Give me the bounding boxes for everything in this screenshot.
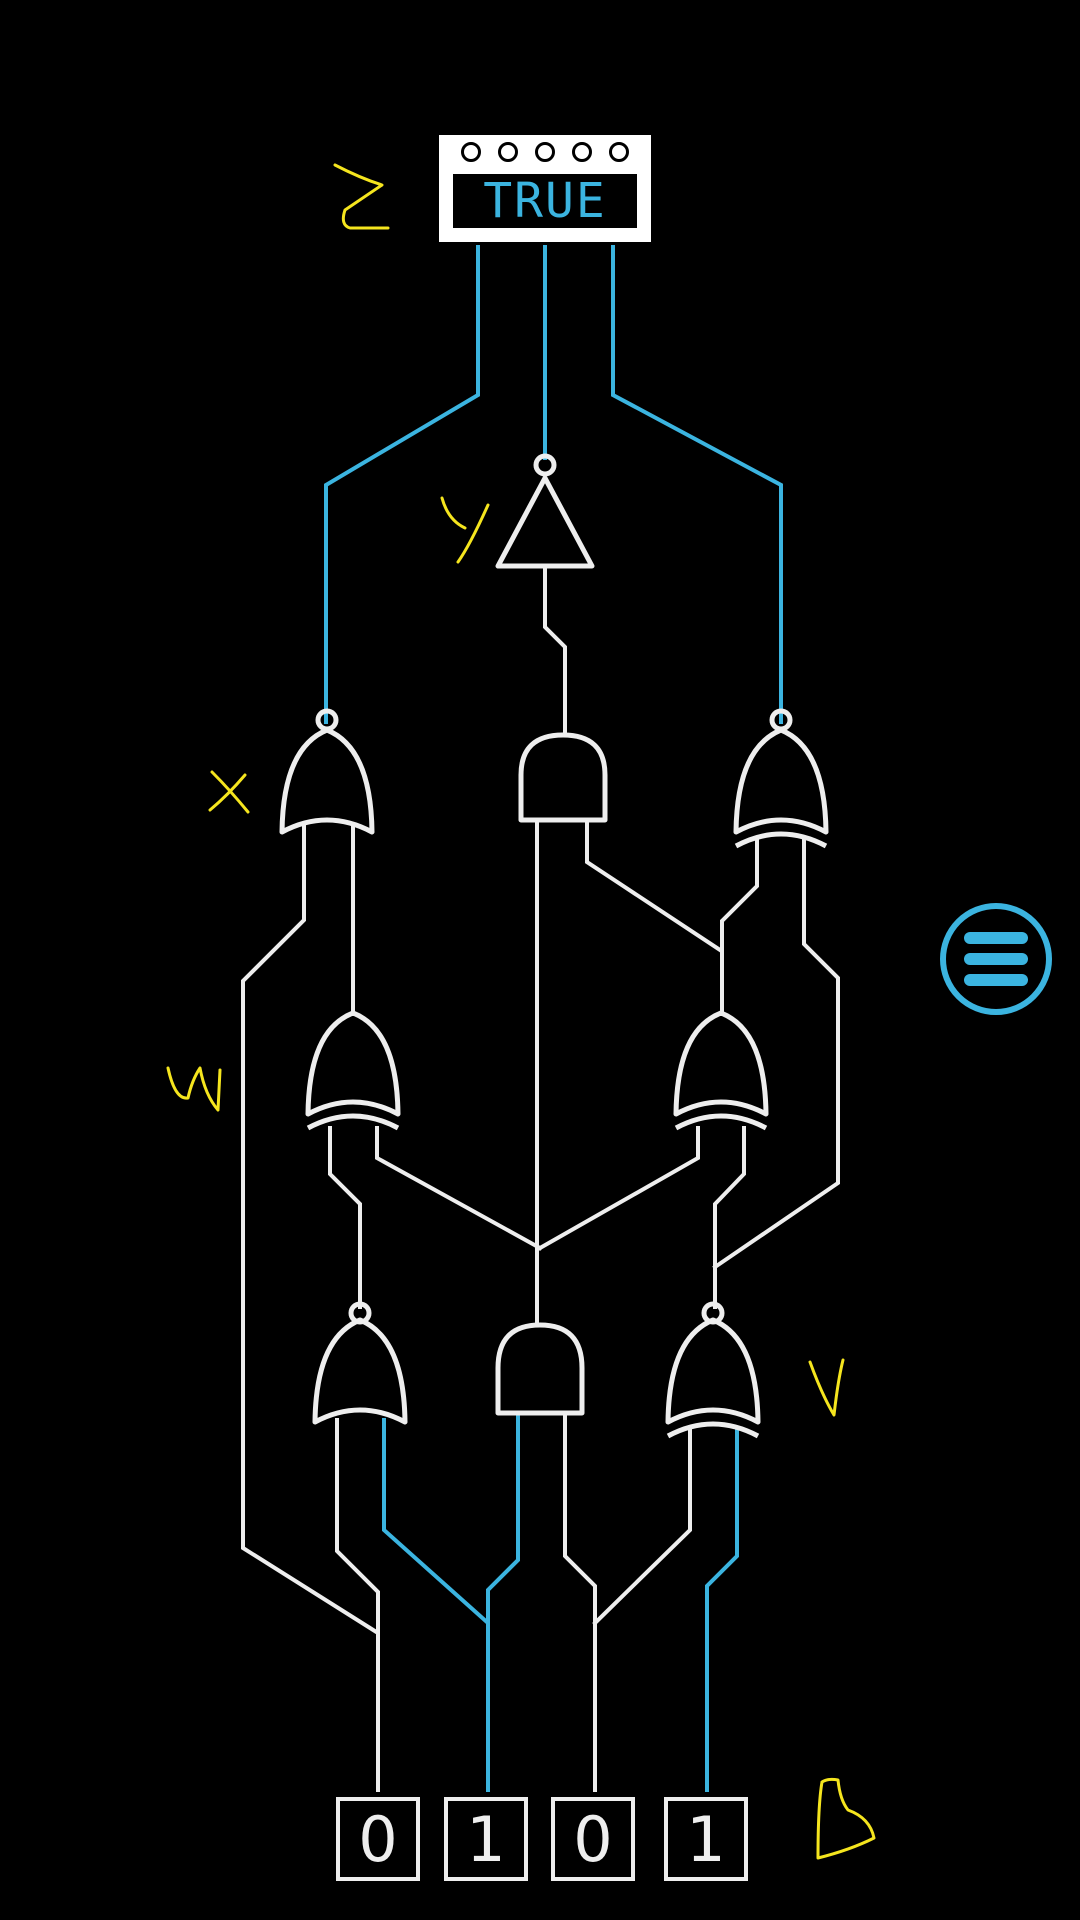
indicator-led	[498, 142, 519, 162]
and-gate-top-middle	[518, 732, 608, 823]
not-gate-y	[495, 453, 595, 569]
wire-output-left	[324, 245, 480, 724]
wire-xnor-top-right	[712, 838, 840, 1270]
wire-bottom-right-in-a	[592, 1426, 692, 1626]
nor-gate-bottom-left	[312, 1301, 408, 1425]
xor-gate-mid-left	[305, 1010, 401, 1131]
xnor-gate-bottom-right	[665, 1301, 761, 1439]
wire-not-input	[543, 565, 567, 737]
wire-bottom-middle-in-a	[486, 1411, 520, 1792]
hamburger-menu-icon-bar	[964, 953, 1028, 965]
xnor-gate-top-right	[733, 708, 829, 849]
input-toggle-3[interactable]: 0	[551, 1797, 635, 1881]
hamburger-menu-icon	[964, 932, 1028, 944]
menu-button[interactable]	[940, 903, 1052, 1015]
wire-and-top-right	[585, 818, 723, 953]
xor-gate-mid-right	[673, 1010, 769, 1131]
wire-mid-right-in-a	[537, 1126, 700, 1251]
hamburger-menu-icon-bar	[964, 974, 1028, 986]
annotation-y	[440, 496, 490, 564]
output-value: TRUE	[483, 173, 607, 229]
annotation-x	[208, 770, 250, 814]
wire-mid-left-in-b	[375, 1126, 543, 1251]
wire-bottom-middle-in-b	[563, 1411, 597, 1792]
wire-bottom-left-in-a	[335, 1418, 380, 1792]
wire-bottom-right-in-b	[705, 1426, 739, 1792]
and-gate-bottom-middle	[495, 1322, 585, 1416]
input-toggle-4[interactable]: 1	[664, 1797, 748, 1881]
wire-output-right	[611, 245, 783, 724]
indicator-led	[571, 142, 592, 162]
annotation-b	[816, 1777, 876, 1860]
annotation-v	[808, 1358, 845, 1417]
wire-mid-left-in-a	[328, 1126, 362, 1309]
indicator-led	[461, 142, 482, 162]
wire-mid-right-in-b	[713, 1126, 746, 1309]
annotation-w	[166, 1066, 222, 1112]
wire-bottom-left-in-b	[382, 1418, 490, 1792]
nor-gate-x	[279, 708, 375, 835]
indicator-led	[534, 142, 555, 162]
input-toggle-2[interactable]: 1	[444, 1797, 528, 1881]
wire-x-in-left	[241, 824, 380, 1792]
input-toggle-1[interactable]: 0	[336, 1797, 420, 1881]
annotation-z	[333, 163, 390, 230]
indicator-led	[608, 142, 629, 162]
output-indicator-leds	[439, 139, 651, 169]
output-readout: TRUE	[439, 135, 651, 242]
wire-xnor-top-left	[720, 838, 759, 1015]
output-screen: TRUE	[450, 171, 640, 231]
